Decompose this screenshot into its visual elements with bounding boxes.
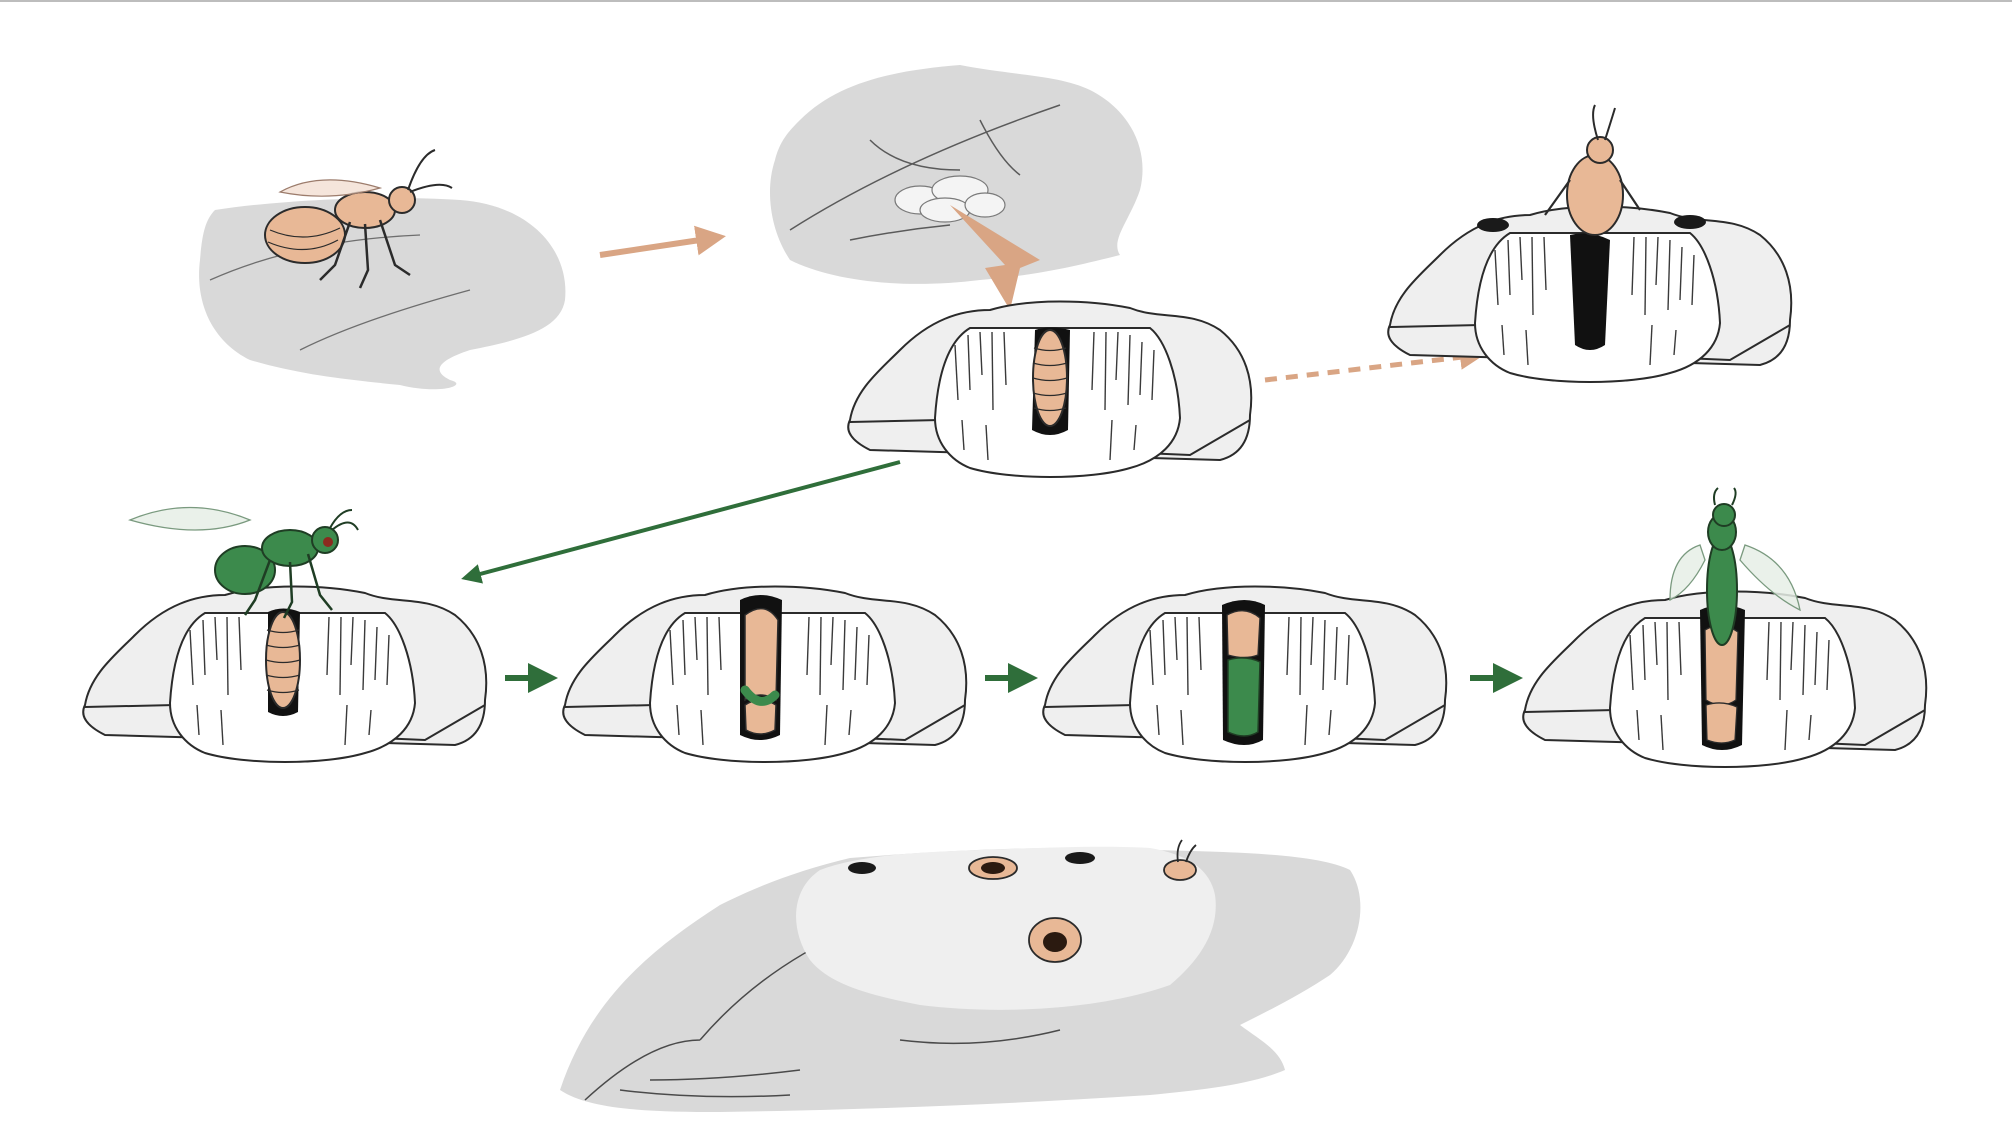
stage-parasitoid-pupa	[1042, 585, 1448, 763]
stage-eggs-on-leaf	[770, 65, 1143, 310]
exit-hole-icon	[848, 862, 876, 874]
stage-gall-with-host-larva	[847, 300, 1253, 478]
top-border	[0, 0, 2012, 2]
stage-parasitoid-emerging	[1522, 487, 1928, 768]
stage-parasitoid-larva-feeding	[562, 585, 968, 763]
stage-parasitoid-ovipositing	[82, 506, 488, 763]
host-wasp-icon	[1163, 839, 1197, 881]
parasitoid-pupa-icon	[1227, 657, 1261, 737]
stage-leaf-with-exit-holes	[560, 839, 1361, 1112]
host-larva-icon	[265, 611, 301, 709]
arrow-gall-to-host-emergence	[1264, 344, 1485, 383]
exit-hole-icon	[1674, 215, 1706, 229]
arrow-to-parasitoid-stage	[461, 460, 901, 584]
arrow-host-to-eggs	[599, 225, 726, 258]
egg-cluster-icon	[894, 175, 1006, 223]
parasitoid-larva-icon	[740, 685, 780, 706]
exit-hole-icon	[968, 856, 1018, 880]
stage-host-emerging-from-gall	[1387, 104, 1793, 383]
exit-hole-icon	[1065, 852, 1095, 864]
stage-host-adult-on-leaf	[199, 148, 566, 390]
leaf-piece	[770, 65, 1143, 284]
host-larva-icon	[1032, 329, 1068, 427]
host-wasp-icon	[1544, 104, 1641, 236]
parasitoid-wasp-icon	[1669, 487, 1801, 646]
exit-hole-icon	[1028, 917, 1082, 963]
exit-hole-icon	[1477, 218, 1509, 232]
arrow-eggs-to-gall	[950, 205, 1040, 310]
